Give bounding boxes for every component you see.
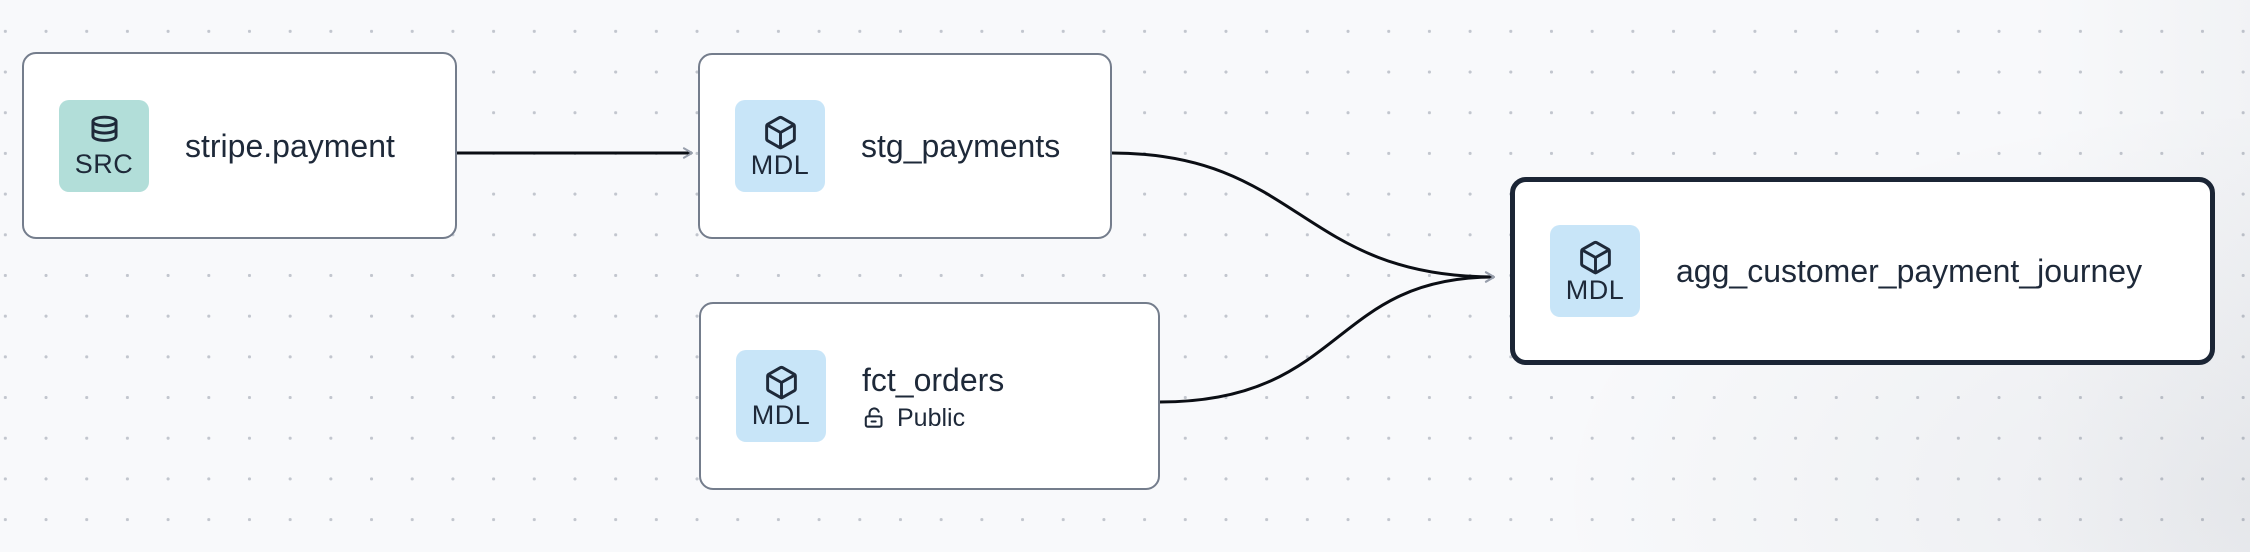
access-label: Public [897,403,966,432]
model-badge: MDL [735,100,825,192]
edge-stg-payments-to-agg-customer-payment-journey[interactable] [1111,151,1495,283]
node-stripe-payment[interactable]: SRC stripe.payment [22,52,457,239]
unlock-icon [862,405,888,431]
badge-label: SRC [74,149,134,179]
cube-icon [762,114,799,151]
node-agg-customer-payment-journey[interactable]: MDL agg_customer_payment_journey [1510,177,2215,365]
database-icon [86,113,123,150]
node-title: stripe.payment [185,127,395,164]
model-badge: MDL [1550,225,1640,317]
node-title: agg_customer_payment_journey [1676,253,2143,289]
node-stg-payments[interactable]: MDL stg_payments [698,53,1112,239]
badge-label: MDL [1565,274,1625,305]
access-row: Public [862,403,1004,433]
badge-label: MDL [750,149,810,180]
node-fct-orders[interactable]: MDL fct_orders Public [699,302,1160,490]
source-badge: SRC [59,99,149,192]
edge-fct-orders-to-agg-customer-payment-journey[interactable] [1159,271,1495,404]
node-title: stg_payments [861,128,1061,164]
badge-label: MDL [751,399,811,430]
model-badge: MDL [736,350,826,442]
cube-icon [1577,239,1614,276]
node-title: fct_orders [862,361,1005,398]
cube-icon [763,364,800,401]
